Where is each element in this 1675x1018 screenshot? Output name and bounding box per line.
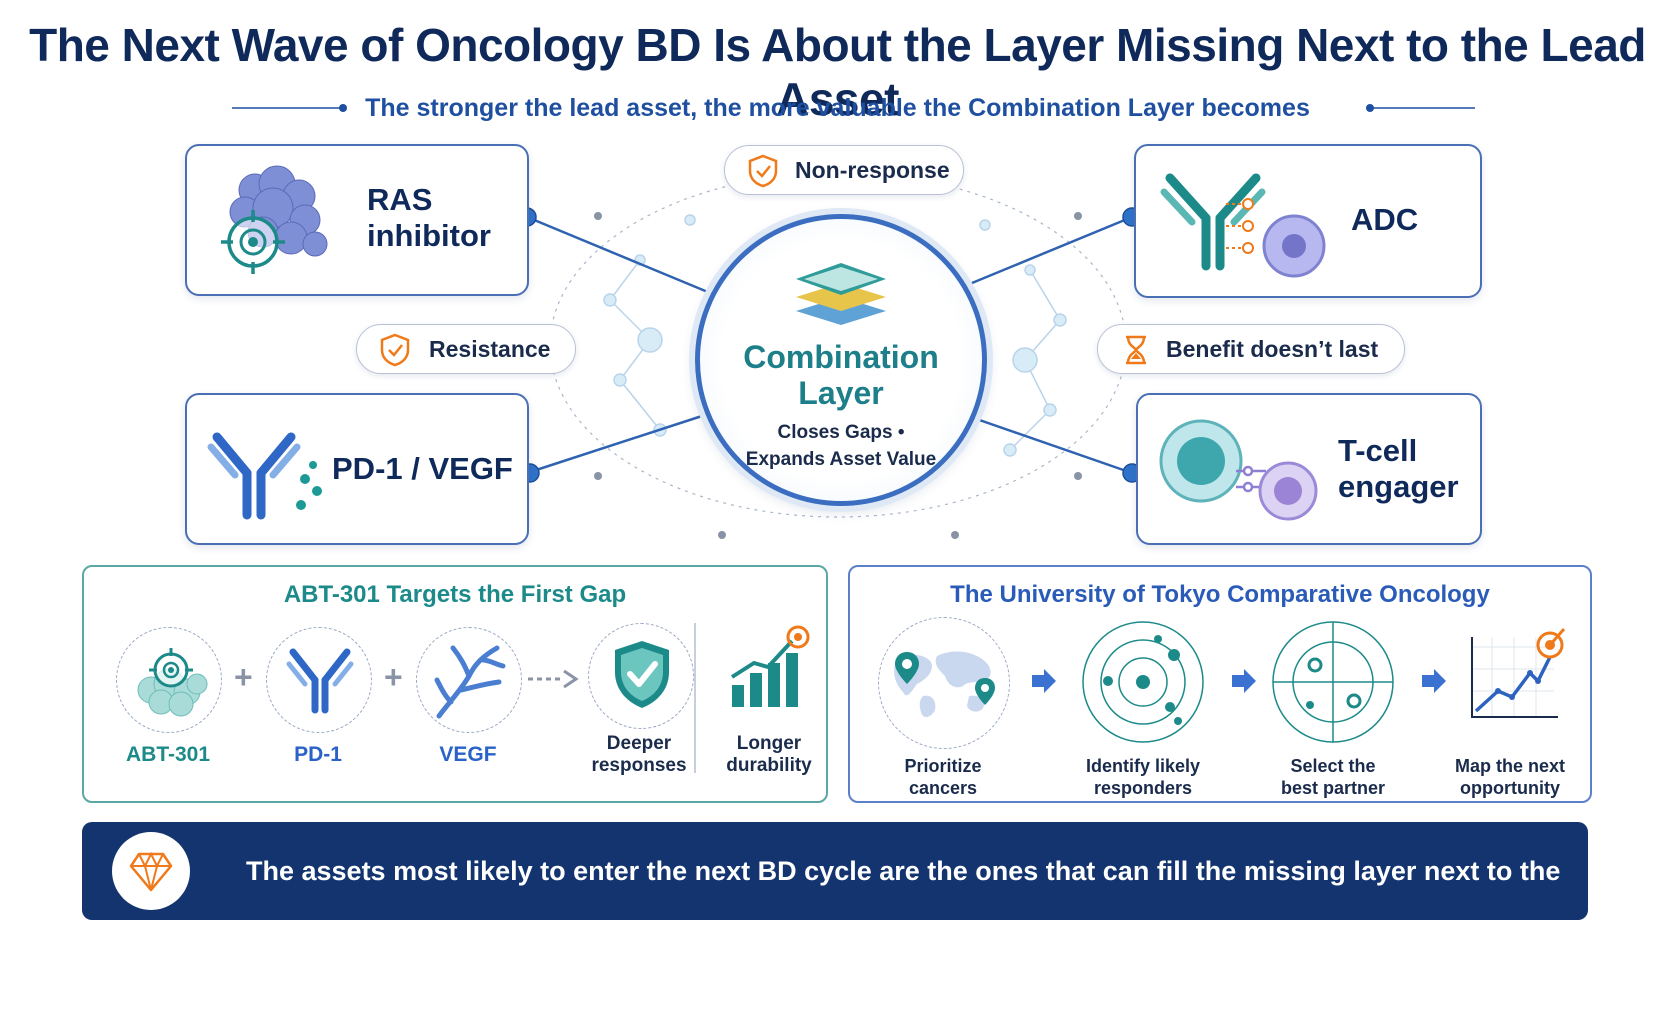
deeper-line1: Deeper bbox=[606, 733, 672, 754]
arrow-right-icon bbox=[1232, 669, 1256, 693]
page-title: The Next Wave of Oncology BD Is About th… bbox=[29, 19, 1646, 125]
target-icon bbox=[221, 210, 285, 274]
hourglass-icon bbox=[1126, 335, 1146, 365]
step-select-circle bbox=[1268, 617, 1398, 747]
shield-check-icon bbox=[615, 641, 669, 708]
subtitle: The stronger the lead asset, the more va… bbox=[365, 94, 1310, 122]
opportunity-chart-icon bbox=[1471, 628, 1566, 718]
gap-pill-non-response[interactable]: Non-response bbox=[724, 145, 964, 195]
shield-check-icon bbox=[748, 154, 778, 188]
asset-card-adc[interactable]: ADC bbox=[1134, 144, 1482, 298]
resistance-text: Resistance bbox=[429, 336, 551, 362]
abt-title-part1: ABT-301 bbox=[283, 581, 380, 608]
takeaway-text: The assets most likely to enter the next… bbox=[246, 856, 1561, 984]
benefit-text: Benefit doesn’t last bbox=[1166, 336, 1379, 362]
deeper-responses-label: Deeper responses bbox=[564, 733, 714, 777]
step3-line1: Select the bbox=[1290, 756, 1376, 776]
adc-label: ADC bbox=[1351, 202, 1419, 237]
shield-check-icon bbox=[380, 333, 410, 367]
asset-card-tcell-engager[interactable]: T-cell engager bbox=[1136, 393, 1482, 545]
panel-divider bbox=[694, 623, 696, 773]
combination-desc-line2: Expands Asset Value bbox=[745, 449, 937, 470]
antibody-drug-conjugate-icon bbox=[1160, 173, 1326, 278]
vegf-label: VEGF bbox=[439, 743, 497, 766]
arrow-right-icon bbox=[1422, 669, 1446, 693]
step-identify-label: Identify likely responders bbox=[1048, 755, 1238, 799]
step-map-label: Map the next opportunity bbox=[1428, 755, 1592, 799]
combination-layer-hub: Combination Layer Closes Gaps • Expands … bbox=[695, 214, 987, 506]
plus-sign-1: + bbox=[234, 659, 253, 695]
dashed-arrow-icon bbox=[528, 669, 579, 689]
deeper-responses-circle bbox=[588, 623, 694, 729]
abt301-circle bbox=[116, 627, 222, 733]
abt-panel-title: ABT-301 Targets the First Gap bbox=[84, 581, 826, 609]
step1-line1: Prioritize bbox=[904, 756, 982, 776]
combination-layer-desc: Closes Gaps • Expands Asset Value bbox=[700, 419, 982, 473]
cell-icon bbox=[1159, 419, 1318, 521]
tcell-line1: T-cell bbox=[1338, 433, 1418, 468]
longer-line2: durability bbox=[726, 755, 812, 776]
combination-layer-title: Combination Layer bbox=[700, 339, 982, 411]
takeaway-banner: The assets most likely to enter the next… bbox=[82, 822, 1588, 984]
step-prioritize-circle bbox=[878, 617, 1010, 749]
step-identify-circle bbox=[1078, 617, 1208, 747]
tcell-engager-label: T-cell engager bbox=[1338, 433, 1459, 505]
layers-icon bbox=[796, 263, 886, 325]
step4-line2: opportunity bbox=[1460, 778, 1560, 798]
asset-card-ras-inhibitor[interactable]: RAS inhibitor bbox=[185, 144, 529, 296]
subtitle-row: The stronger the lead asset, the more va… bbox=[0, 90, 1675, 126]
abt-title-part2: Targets the First Gap bbox=[379, 581, 627, 608]
step-select-label: Select the best partner bbox=[1248, 755, 1418, 799]
non-response-text: Non-response bbox=[795, 157, 950, 183]
diamond-icon-badge bbox=[112, 832, 190, 910]
abt301-label: ABT-301 bbox=[125, 743, 211, 766]
step4-line1: Map the next bbox=[1454, 756, 1565, 776]
tcell-line2: engager bbox=[1338, 469, 1459, 504]
radar-icon bbox=[1082, 621, 1204, 743]
step-prioritize-label: Prioritize cancers bbox=[868, 755, 1018, 799]
plus-sign-2: + bbox=[384, 659, 403, 695]
pd1-label: PD-1 bbox=[294, 743, 342, 766]
growth-chart-icon bbox=[730, 625, 810, 707]
gap-pill-benefit-doesnt-last[interactable]: Benefit doesn’t last bbox=[1097, 324, 1405, 374]
crosshair-icon bbox=[1272, 621, 1394, 743]
abt301-panel: ABT-301 Targets the First Gap ABT-301 + bbox=[82, 565, 828, 803]
diamond-icon bbox=[129, 852, 173, 892]
vessel-icon bbox=[434, 645, 506, 719]
world-map-icon bbox=[894, 651, 995, 718]
combination-title-line1: Combination bbox=[743, 339, 939, 375]
arrow-right-icon bbox=[1032, 669, 1056, 693]
pd1-circle bbox=[266, 627, 372, 733]
step2-line1: Identify likely bbox=[1085, 756, 1201, 776]
combination-title-line2: Layer bbox=[798, 375, 884, 411]
ras-line2: inhibitor bbox=[367, 218, 491, 253]
tokyo-comparative-oncology-panel: The University of Tokyo Comparative Onco… bbox=[848, 565, 1592, 803]
longer-durability-label: Longer durability bbox=[704, 733, 834, 777]
step1-line2: cancers bbox=[908, 778, 978, 798]
longer-line1: Longer bbox=[736, 733, 802, 754]
pd1-vegf-label: PD-1 / VEGF bbox=[332, 451, 513, 486]
antibody-icon bbox=[207, 432, 322, 520]
gap-pill-resistance[interactable]: Resistance bbox=[356, 324, 576, 374]
step3-line2: best partner bbox=[1280, 778, 1386, 798]
antibody-icon bbox=[286, 648, 354, 714]
vegf-circle bbox=[416, 627, 522, 733]
protein-target-icon bbox=[137, 648, 208, 717]
deeper-line2: responses bbox=[591, 755, 687, 776]
combination-desc-line1: Closes Gaps • bbox=[777, 422, 905, 443]
step2-line2: responders bbox=[1093, 778, 1193, 798]
asset-card-pd1-vegf[interactable]: PD-1 / VEGF bbox=[185, 393, 529, 545]
subtitle-decor-lines bbox=[232, 104, 1475, 112]
ras-inhibitor-label: RAS inhibitor bbox=[367, 182, 491, 254]
tokyo-panel-title: The University of Tokyo Comparative Onco… bbox=[950, 581, 1490, 608]
ras-line1: RAS bbox=[367, 182, 433, 217]
